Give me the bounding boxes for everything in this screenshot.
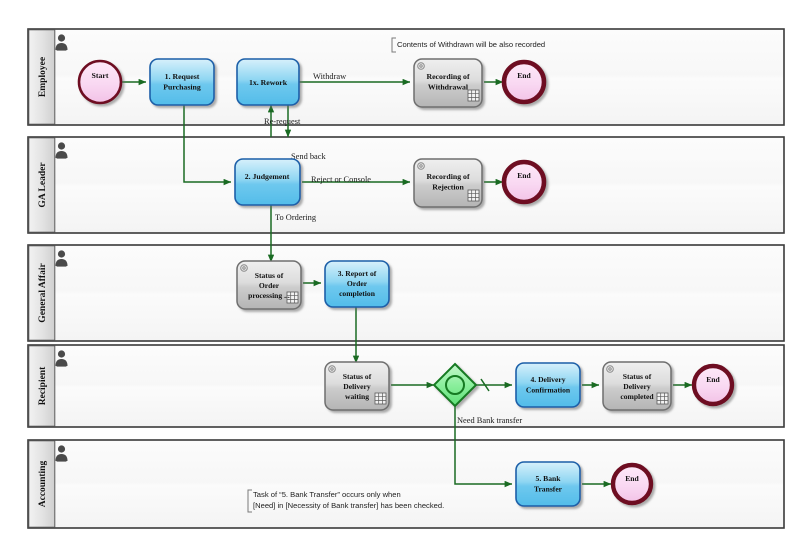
flow-label-withdraw: Withdraw bbox=[313, 72, 347, 81]
service-grid-icon bbox=[656, 392, 669, 405]
person-icon bbox=[55, 142, 68, 159]
flow-label-re-request: Re-request bbox=[264, 117, 301, 126]
gear-icon bbox=[240, 264, 248, 272]
lane-accounting[interactable]: Accounting bbox=[27, 439, 785, 529]
lane-general-affair[interactable]: General Affair bbox=[27, 244, 785, 342]
flow-gateway-to-bank-transfer bbox=[454, 406, 513, 488]
node-bank-transfer[interactable] bbox=[515, 461, 581, 507]
node-request-purchasing[interactable] bbox=[149, 58, 215, 106]
flow-label-to-ordering: To Ordering bbox=[275, 213, 317, 222]
node-status-delivery-wait[interactable] bbox=[324, 361, 390, 411]
flow-labels: Withdraw Re-request Send back Reject or … bbox=[264, 72, 522, 425]
node-status-delivery-done[interactable] bbox=[602, 361, 672, 411]
lane-label-accounting: Accounting bbox=[38, 461, 48, 508]
annotation-bank-transfer-line-1: Task of “5. Bank Transfer” occurs only w… bbox=[253, 490, 401, 499]
node-end-ga-leader[interactable] bbox=[501, 159, 547, 205]
service-grid-icon bbox=[467, 89, 480, 102]
annotation-bank-transfer: Task of “5. Bank Transfer” occurs only w… bbox=[247, 489, 444, 513]
node-recording-withdrawal[interactable] bbox=[413, 58, 483, 108]
flow-request-to-judgement bbox=[183, 105, 232, 186]
person-icon bbox=[55, 350, 68, 367]
lane-label-employee: Employee bbox=[38, 57, 48, 97]
annotation-withdrawn: Contents of Withdrawn will be also recor… bbox=[391, 37, 545, 53]
node-end-employee[interactable] bbox=[501, 59, 547, 105]
node-start-label: Start bbox=[92, 71, 109, 80]
flow-label-send-back: Send back bbox=[291, 152, 326, 161]
annotation-withdrawn-line-1: Contents of Withdrawn will be also recor… bbox=[397, 40, 545, 49]
node-end-recipient-label: End bbox=[706, 375, 720, 384]
flow-label-reject-or-console: Reject or Console bbox=[311, 175, 371, 184]
annotation-bank-transfer-line-2: [Need] in [Necessity of Bank transfer] h… bbox=[253, 501, 444, 510]
lane-label-ga-leader: GA Leader bbox=[38, 162, 48, 208]
sequence-flows bbox=[121, 78, 693, 488]
lane-ga-leader[interactable]: GA Leader bbox=[27, 136, 785, 234]
node-report-order[interactable] bbox=[324, 260, 390, 308]
node-delivery-confirm[interactable] bbox=[515, 362, 581, 408]
node-end-employee-label: End bbox=[517, 71, 531, 80]
node-judgement[interactable] bbox=[234, 158, 301, 206]
lane-label-general-affair: General Affair bbox=[38, 263, 48, 323]
node-judgement-label: 2. Judgement bbox=[245, 172, 290, 181]
node-end-recipient[interactable] bbox=[691, 363, 735, 407]
node-end-accounting[interactable] bbox=[610, 462, 654, 506]
default-flow-marker bbox=[480, 378, 490, 392]
lane-label-recipient: Recipient bbox=[38, 366, 48, 405]
node-start[interactable] bbox=[77, 59, 123, 105]
gear-icon bbox=[417, 162, 425, 170]
node-end-accounting-label: End bbox=[625, 474, 639, 483]
gear-icon bbox=[328, 365, 336, 373]
person-icon bbox=[55, 445, 68, 462]
gear-icon bbox=[606, 365, 614, 373]
node-recording-rejection[interactable] bbox=[413, 158, 483, 208]
flow-label-need-bank-transfer: Need Bank transfer bbox=[457, 416, 522, 425]
person-icon bbox=[55, 250, 68, 267]
node-end-ga-leader-label: End bbox=[517, 171, 531, 180]
gear-icon bbox=[417, 62, 425, 70]
node-status-order[interactable] bbox=[236, 260, 302, 310]
service-grid-icon bbox=[467, 189, 480, 202]
node-gateway-bank[interactable] bbox=[432, 362, 478, 408]
node-rework-label: 1x. Rework bbox=[249, 78, 288, 87]
node-rework[interactable] bbox=[236, 58, 300, 106]
service-grid-icon bbox=[286, 291, 299, 304]
service-grid-icon bbox=[374, 392, 387, 405]
person-icon bbox=[55, 34, 68, 51]
